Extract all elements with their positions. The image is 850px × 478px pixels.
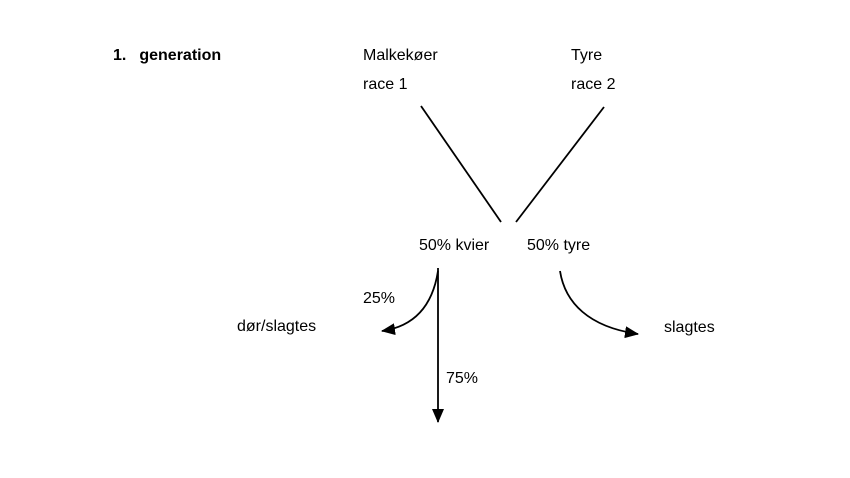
generation-heading: 1. generation [113, 46, 221, 65]
sire-name-label: Tyre [571, 47, 603, 64]
generation-word: generation [139, 47, 222, 64]
offspring-bulls-label: 50% tyre [527, 237, 591, 254]
branch-right-outcome-label: slagtes [664, 319, 715, 336]
branch-left-percent-label: 25% [363, 290, 396, 307]
sire-race-label: race 2 [571, 76, 616, 93]
dam-name-label: Malkekøer [363, 47, 438, 64]
generation-number: 1. [113, 47, 127, 64]
line-dam-to-offspring [420, 105, 502, 223]
line-sire-to-offspring [515, 106, 605, 223]
arrow-right-slagtes [559, 270, 639, 339]
branch-left-outcome-label: dør/slagtes [237, 318, 317, 335]
branch-down-percent-label: 75% [446, 370, 479, 387]
dam-race-label: race 1 [363, 76, 408, 93]
offspring-heifers-label: 50% kvier [419, 237, 490, 254]
